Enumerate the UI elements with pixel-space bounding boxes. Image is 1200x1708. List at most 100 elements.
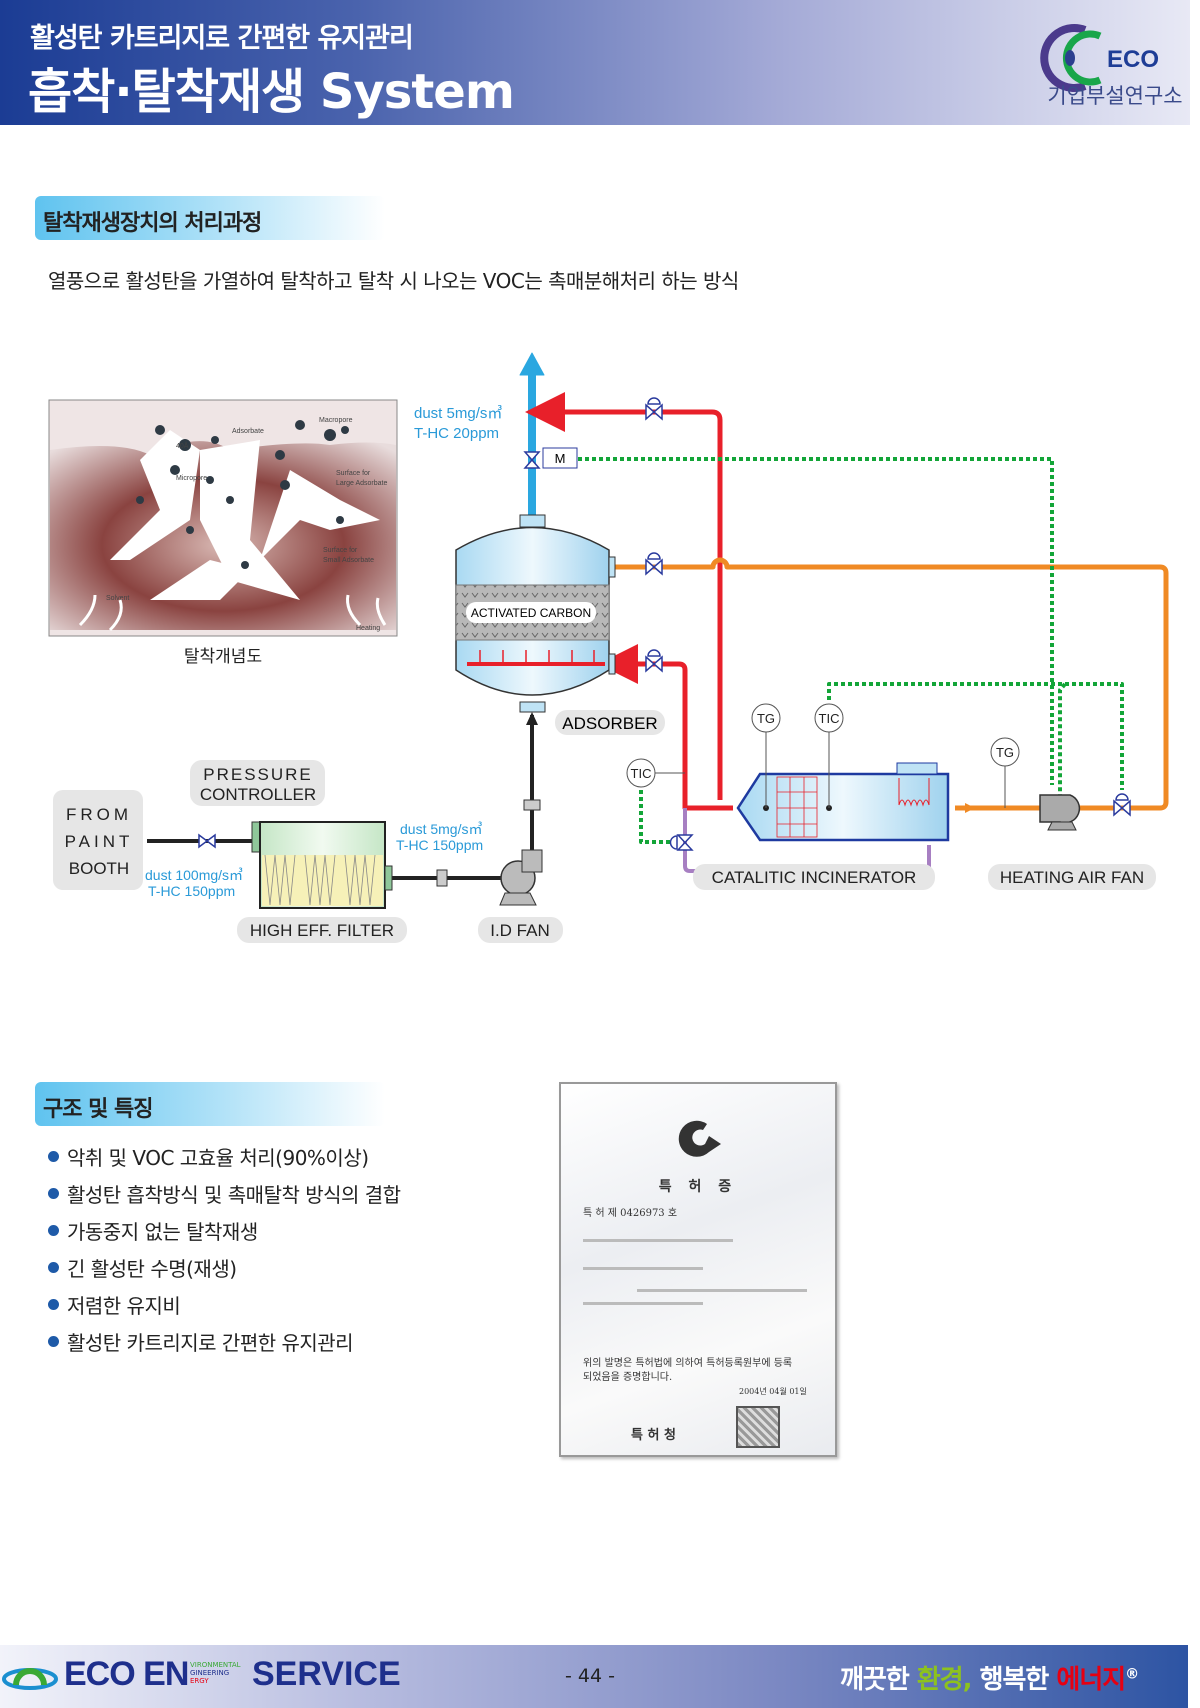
feature-text: 저렴한 유지비	[67, 1294, 181, 1318]
registered-mark: ®	[1125, 1666, 1139, 1683]
from-label: FROM	[66, 805, 132, 824]
outlet-thc-text: T-HC 20ppm	[414, 425, 499, 442]
inlet-thc-text: T-HC 150ppm	[148, 883, 235, 899]
footer-brand-eco: ECO	[64, 1655, 136, 1693]
label-large-surface: Surface for	[336, 470, 371, 477]
heating-air-fan-label: HEATING AIR FAN	[1000, 868, 1144, 887]
bypass-red-pipe	[525, 392, 723, 800]
activated-carbon-label: ACTIVATED CARBON	[471, 606, 591, 620]
certificate-body-1: 위의 발명은 특허법에 의하여 특허등록원부에 등록	[583, 1358, 793, 1369]
slogan-part: 깨끗한	[840, 1665, 917, 1695]
valve-icon[interactable]	[198, 833, 216, 849]
tg-gauge: TG	[751, 703, 781, 733]
heating-orange-pipe	[615, 557, 1169, 811]
list-item: 긴 활성탄 수명(재생)	[48, 1249, 401, 1286]
filter-dust-text: dust 5mg/s㎥	[400, 821, 482, 837]
outlet-dust-text: dust 5mg/s㎥	[414, 405, 502, 422]
list-item: 악취 및 VOC 고효율 처리(90%이상)	[48, 1138, 401, 1175]
high-eff-filter-label: HIGH EFF. FILTER	[250, 921, 394, 940]
valve-icon[interactable]	[669, 834, 694, 851]
valves	[198, 397, 1131, 851]
slogan-part: 행복한	[971, 1665, 1057, 1695]
patent-certificate: 특 허 증 특 허 제 0426973 호 위의 발명은 특허법에 의하여 특허…	[559, 1082, 837, 1457]
motor-signal-line	[578, 457, 1054, 785]
process-description: 열풍으로 활성탄을 가열하여 탈착하고 탈착 시 나오는 VOC는 촉매분해처리…	[48, 269, 739, 293]
footer-brand-service: SERVICE	[252, 1655, 401, 1693]
bullet-icon	[48, 1299, 59, 1310]
pressure-controller-label: PRESSURE	[203, 765, 313, 784]
certificate-title: 특 허 증	[658, 1179, 738, 1195]
footer-brand-small: ERGY	[190, 1677, 209, 1685]
page-footer: ECO EN VIRONMENTAL GINEERING ERGY SERVIC…	[0, 1645, 1188, 1708]
heating-air-fan[interactable]	[1039, 794, 1081, 831]
valve-icon[interactable]	[645, 552, 663, 576]
tg-gauge: TG	[990, 737, 1020, 767]
header-subtitle: 활성탄 카트리지로 간편한 유지관리	[30, 23, 414, 54]
bullet-icon	[48, 1151, 59, 1162]
inlet-dust-text: dust 100mg/s㎥	[145, 867, 243, 883]
feature-list: 악취 및 VOC 고효율 처리(90%이상) 활성탄 흡착방식 및 촉매탈착 방…	[48, 1138, 401, 1360]
footer-brand-en: EN	[143, 1655, 189, 1693]
desorption-concept-figure: Adsorbate Macropore 40Å Micropore Surfac…	[48, 399, 398, 666]
label-large-surface-2: Large Adsorbate	[336, 480, 387, 487]
svg-text:TG: TG	[996, 745, 1014, 760]
high-eff-filter	[251, 821, 393, 909]
section-title-process: 탈착재생장치의 처리과정	[35, 196, 385, 240]
list-item: 활성탄 카트리지로 간편한 유지관리	[48, 1323, 401, 1360]
bullet-icon	[48, 1262, 59, 1273]
tic-gauge: TIC	[626, 758, 656, 788]
feature-text: 가동중지 없는 탈착재생	[67, 1220, 258, 1244]
valve-icon[interactable]	[523, 451, 541, 469]
label-heating: Heating	[356, 625, 380, 632]
list-item: 활성탄 흡착방식 및 촉매탈착 방식의 결합	[48, 1175, 401, 1212]
eco-logo: ECO	[1040, 24, 1159, 92]
up-arrow-icon	[526, 712, 538, 725]
label-small-surface: Surface for	[323, 547, 358, 554]
valve-icon[interactable]	[1113, 793, 1131, 817]
bullet-icon	[48, 1188, 59, 1199]
valve-icon[interactable]	[645, 649, 663, 673]
slogan-part: 환경,	[916, 1665, 973, 1695]
feature-text: 악취 및 VOC 고효율 처리(90%이상)	[67, 1146, 369, 1170]
adsorber-tank: ACTIVATED CARBON	[455, 514, 616, 713]
page-header: 활성탄 카트리지로 간편한 유지관리 흡착·탈착재생 System ECO 기업…	[0, 0, 1190, 125]
feature-text: 긴 활성탄 수명(재생)	[67, 1257, 237, 1281]
process-diagram: Adsorbate Macropore 40Å Micropore Surfac…	[48, 352, 1169, 943]
label-adsorbate: Adsorbate	[232, 428, 264, 435]
id-fan[interactable]	[436, 799, 543, 906]
svg-text:TIC: TIC	[631, 766, 652, 781]
tic-signal-line	[827, 682, 1124, 790]
list-item: 가동중지 없는 탈착재생	[48, 1212, 401, 1249]
patent-emblem-icon	[678, 1120, 721, 1157]
label-micropore: Micropore	[176, 475, 207, 482]
id-fan-label: I.D FAN	[490, 921, 550, 940]
booth-label: BOOTH	[69, 859, 129, 878]
logo-caption: 기업부설연구소	[1047, 84, 1183, 108]
label-solvent: Solvent	[106, 595, 129, 602]
bullet-icon	[48, 1336, 59, 1347]
bullet-icon	[48, 1225, 59, 1236]
exhaust-arrow-icon	[519, 352, 545, 376]
adsorber-label: ADSORBER	[562, 714, 657, 733]
valve-icon[interactable]	[645, 397, 663, 421]
logo-text: ECO	[1107, 46, 1159, 73]
footer-logo-icon	[2, 1668, 58, 1690]
svg-text:TIC: TIC	[819, 711, 840, 726]
motor-box	[542, 447, 578, 469]
footer-brand-small: GINEERING	[190, 1669, 230, 1677]
official-seal	[736, 1406, 780, 1448]
feature-text: 활성탄 흡착방식 및 촉매탈착 방식의 결합	[67, 1183, 401, 1207]
svg-text:TG: TG	[757, 711, 775, 726]
label-small-surface-2: Small Adsorbate	[323, 557, 374, 564]
list-item: 저렴한 유지비	[48, 1286, 401, 1323]
label-size: 40Å	[176, 441, 189, 450]
pressure-controller-label-2: CONTROLLER	[200, 785, 316, 804]
page-number: - 44 -	[565, 1665, 615, 1687]
certificate-number: 특 허 제 0426973 호	[583, 1208, 678, 1219]
paint-label: PAINT	[65, 832, 134, 851]
catalytic-incinerator	[655, 732, 1006, 842]
tic-valve-signal-line	[639, 790, 675, 844]
motor-label: M	[555, 451, 566, 466]
certificate-issuer: 특 허 청	[631, 1428, 676, 1443]
fan-signal-line	[1058, 682, 1067, 795]
